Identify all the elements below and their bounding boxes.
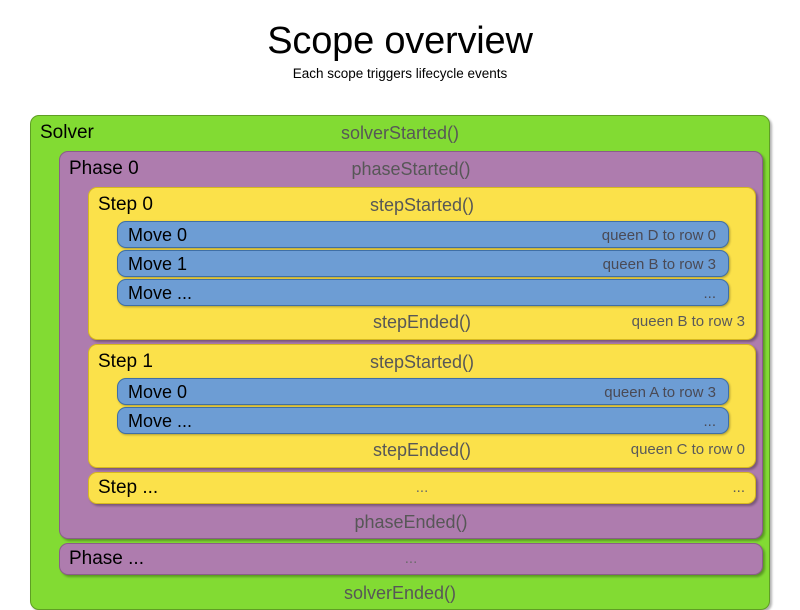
move-label: Move 0 <box>128 382 188 402</box>
move-value: queen B to row 3 <box>602 256 716 273</box>
move-scope: Move 0 queen A to row 3 <box>117 378 729 405</box>
move-label: Move ... <box>128 411 193 431</box>
step-scope-trailing: Step ... ... ... <box>88 472 756 504</box>
move-value: ... <box>703 285 716 302</box>
step-footer-row: stepEnded() queen C to row 0 <box>89 436 755 464</box>
solver-scope: Solver solverStarted() Phase 0 phaseStar… <box>30 115 770 610</box>
move-scope: Move ... ... <box>117 279 729 306</box>
page-title: Scope overview <box>267 20 533 62</box>
step-ended-value: queen B to row 3 <box>631 313 745 330</box>
phase-ended-event: phaseEnded() <box>354 512 468 532</box>
phase-label: Phase 0 <box>69 158 139 179</box>
step-trailing-event: ... <box>415 479 429 496</box>
move-value: ... <box>703 413 716 430</box>
move-label: Move 1 <box>128 254 188 274</box>
step-ended-value: queen C to row 0 <box>630 441 745 458</box>
step-scope: Step 0 stepStarted() Move 0 queen D to r… <box>88 187 756 340</box>
solver-header-row: Solver solverStarted() <box>31 119 769 147</box>
phase-footer-row: phaseEnded() <box>60 508 762 536</box>
step-header-row: Step 0 stepStarted() <box>89 191 755 219</box>
move-label: Move 0 <box>128 225 188 245</box>
step-trailing-label: Step ... <box>98 477 159 498</box>
move-scope: Move 0 queen D to row 0 <box>117 221 729 248</box>
step-label: Step 0 <box>98 194 153 215</box>
phase-scope: Phase 0 phaseStarted() Step 0 stepStarte… <box>59 151 763 539</box>
phase-trailing-label: Phase ... <box>69 548 144 569</box>
step-scope: Step 1 stepStarted() Move 0 queen A to r… <box>88 344 756 468</box>
step-trailing-row: Step ... ... ... <box>89 473 755 503</box>
step-started-event: stepStarted() <box>369 352 475 372</box>
step-trailing-value: ... <box>732 479 745 496</box>
phase-header-row: Phase 0 phaseStarted() <box>60 155 762 183</box>
page-header: Scope overview Each scope triggers lifec… <box>0 0 800 81</box>
move-label: Move ... <box>128 283 193 303</box>
solver-footer-row: solverEnded() <box>31 579 769 607</box>
step-footer-row: stepEnded() queen B to row 3 <box>89 308 755 336</box>
step-header-row: Step 1 stepStarted() <box>89 348 755 376</box>
page-subtitle: Each scope triggers lifecycle events <box>292 65 508 81</box>
phase-started-event: phaseStarted() <box>351 159 471 179</box>
solver-ended-event: solverEnded() <box>343 583 457 603</box>
phase-trailing-row: Phase ... ... <box>60 544 762 574</box>
solver-label: Solver <box>40 122 94 143</box>
phase-trailing-event: ... <box>404 550 418 567</box>
step-started-event: stepStarted() <box>369 195 475 215</box>
step-label: Step 1 <box>98 351 153 372</box>
move-scope: Move ... ... <box>117 407 729 434</box>
move-value: queen A to row 3 <box>604 384 716 401</box>
move-value: queen D to row 0 <box>601 227 716 244</box>
move-scope: Move 1 queen B to row 3 <box>117 250 729 277</box>
phase-scope-trailing: Phase ... ... <box>59 543 763 575</box>
solver-started-event: solverStarted() <box>340 123 460 143</box>
